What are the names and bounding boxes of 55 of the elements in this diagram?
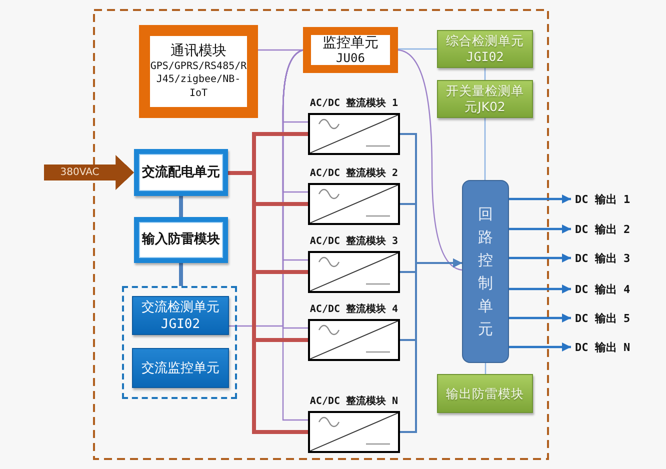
output-label: DC 输出 1: [571, 190, 645, 208]
unit-name: 通讯模块: [170, 42, 226, 60]
connector-line: [398, 48, 437, 50]
module-title: AC/DC 整流模块 2: [310, 166, 398, 181]
unit-name: 监控单元: [322, 35, 378, 52]
arrow: [509, 314, 571, 322]
unit-name: 交流配电单元: [142, 164, 220, 180]
connector-line: [179, 263, 183, 286]
unit-box: [134, 149, 228, 196]
unit-code: JGI02: [466, 49, 504, 65]
connector-line: [484, 68, 486, 80]
arrow: [400, 258, 462, 433]
module-title: AC/DC 整流模块 3: [310, 234, 398, 249]
arrow: [509, 254, 571, 262]
connector-line: [228, 171, 308, 434]
connector-line: [398, 49, 462, 271]
unit-name: 输入防雷模块: [142, 232, 220, 248]
connector-line: [229, 49, 304, 327]
unit-box: [139, 25, 258, 118]
control-box: [462, 180, 509, 363]
unit-box: [437, 374, 533, 413]
unit-name: 回路控制单元: [478, 204, 494, 340]
module-title: AC/DC 整流模块 1: [310, 96, 398, 111]
arrow: [44, 154, 134, 190]
connector-line: [484, 363, 486, 374]
arrow: [509, 284, 571, 294]
connector-line: [484, 118, 486, 180]
dashed-group: [122, 286, 237, 399]
module-title: AC/DC 整流模块 N: [310, 394, 398, 409]
unit-name: 输出防雷模块: [446, 386, 524, 402]
unit-box: [437, 80, 533, 118]
arrow: [509, 194, 571, 204]
arrow: [509, 224, 571, 234]
unit-code: JU06: [336, 52, 365, 65]
unit-name: 综合检测单元: [446, 33, 524, 49]
output-label: DC 输出 N: [571, 338, 645, 356]
arrow: [509, 342, 571, 352]
output-label: DC 输出 5: [571, 309, 645, 327]
output-label: DC 输出 4: [571, 280, 645, 298]
output-label: DC 输出 3: [571, 249, 645, 267]
unit-box: [132, 348, 229, 388]
module-title: AC/DC 整流模块 4: [310, 302, 398, 317]
connector-line: [258, 49, 303, 51]
connector-line: [179, 196, 183, 217]
unit-name: 交流监控单元: [142, 360, 220, 376]
unit-name: 交流检测单元: [142, 298, 220, 316]
unit-box: [134, 217, 228, 263]
protocol-list: GPS/GPRS/RS485/RJ45/zigbee/NB-IoT: [150, 60, 247, 100]
unit-box: [132, 296, 229, 335]
unit-name: 开关量检测单元JK02: [446, 83, 524, 115]
unit-code: JGI02: [160, 316, 200, 332]
edge-label: 380VAC: [59, 166, 100, 178]
unit-box: [437, 30, 533, 68]
unit-box: [303, 27, 398, 73]
output-label: DC 输出 2: [571, 220, 645, 238]
